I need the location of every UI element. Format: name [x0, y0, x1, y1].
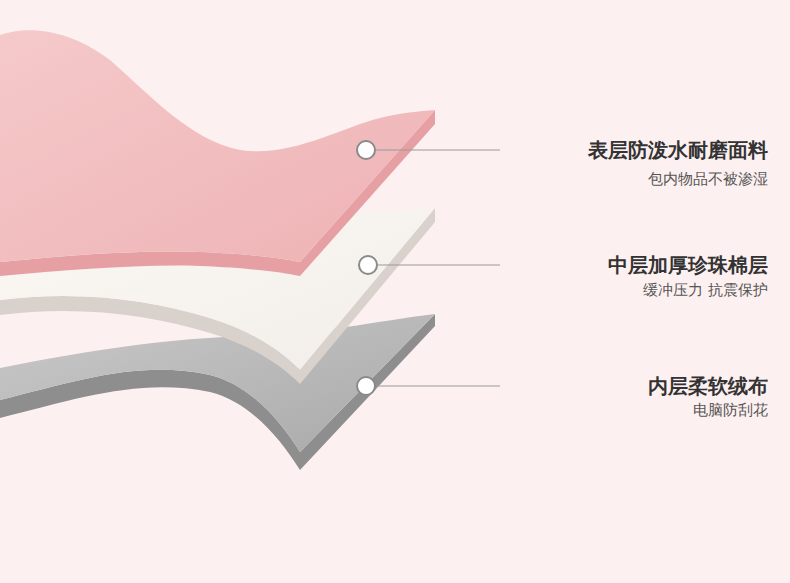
grey-layer-edge: [0, 314, 435, 470]
leader-line: [376, 149, 500, 150]
pink-layer: [0, 30, 435, 262]
layer-note: 缓冲压力 抗震保护: [643, 281, 768, 300]
callout-dot: [357, 141, 375, 159]
leader-line: [376, 385, 500, 386]
leader-line: [378, 264, 500, 265]
callout-dot: [359, 256, 377, 274]
layer-title: 表层防泼水耐磨面料: [588, 137, 768, 164]
layer-note: 电脑防刮花: [693, 401, 768, 420]
layer-title: 内层柔软绒布: [648, 373, 768, 400]
callout-dot: [357, 377, 375, 395]
layer-title: 中层加厚珍珠棉层: [608, 252, 768, 279]
layer-note: 包内物品不被渗湿: [648, 170, 768, 189]
